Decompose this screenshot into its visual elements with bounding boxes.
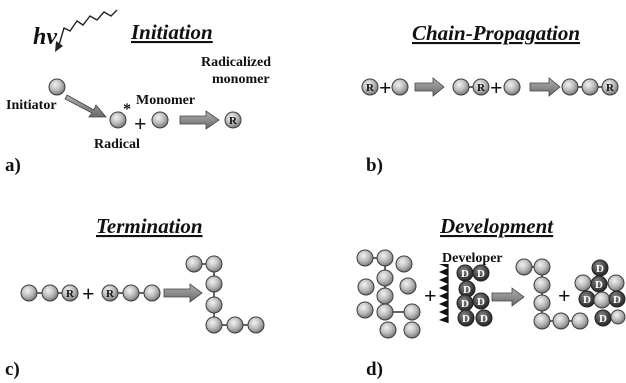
development-title: Development — [439, 214, 554, 238]
svg-text:D: D — [461, 298, 469, 310]
termination-title: Termination — [96, 214, 203, 238]
initiator-bead — [48, 78, 66, 96]
developer-jagged — [439, 264, 449, 323]
arrow-c — [163, 283, 203, 303]
radicalized-label-1: Radicalized — [201, 55, 271, 70]
arrow-d — [491, 287, 525, 307]
light-arrowhead — [55, 41, 63, 52]
panel-letter-a: a) — [5, 155, 21, 176]
radical-bead-b1: R — [361, 78, 379, 96]
monomer-bead — [151, 111, 169, 129]
svg-text:D: D — [462, 313, 470, 325]
trimer-chain-b: R — [561, 78, 619, 96]
radical-bead — [109, 111, 127, 129]
cross-linked-network — [356, 249, 421, 339]
radicalized-label-2: monomer — [212, 72, 270, 87]
svg-text:D: D — [477, 268, 485, 280]
plus-d2: + — [558, 283, 571, 308]
svg-text:R: R — [606, 82, 615, 94]
svg-text:D: D — [599, 313, 607, 325]
svg-text:R: R — [106, 288, 115, 300]
svg-text:D: D — [477, 296, 485, 308]
radical-star: * — [123, 101, 131, 118]
arrow-b2 — [529, 77, 561, 97]
svg-text:D: D — [613, 294, 621, 306]
svg-text:D: D — [461, 268, 469, 280]
initiator-label: Initiator — [6, 98, 57, 113]
plus-d1: + — [424, 283, 437, 308]
plus-sign: + — [134, 111, 147, 136]
reaction-arrow — [179, 110, 220, 130]
panel-termination: Termination R + R — [5, 214, 265, 380]
svg-text:R: R — [66, 288, 75, 300]
panel-letter-b: b) — [366, 155, 383, 176]
terminated-polymer — [185, 255, 265, 334]
chain-c-right: R — [101, 284, 161, 302]
dimer-chain-b: R — [452, 78, 490, 96]
monomer-bead-b1 — [391, 78, 409, 96]
svg-text:R: R — [366, 82, 375, 94]
developer-label: Developer — [442, 251, 503, 266]
developed-polymer — [515, 258, 589, 330]
svg-text:D: D — [480, 313, 488, 325]
svg-text:D: D — [583, 294, 591, 306]
svg-text:R: R — [477, 82, 486, 94]
dissolved-mixture: D D D D D — [574, 259, 626, 327]
light-zigzag — [58, 9, 118, 46]
svg-text:D: D — [596, 263, 604, 275]
chain-c-left: R — [20, 284, 79, 302]
panel-development: Development + Developer D — [356, 214, 626, 380]
initiation-title: Initiation — [130, 20, 213, 44]
hv-label: hν — [33, 24, 57, 50]
developer-molecules: D D D D D D D — [456, 264, 493, 327]
monomer-bead-b2 — [503, 78, 521, 96]
panel-letter-c: c) — [5, 359, 20, 380]
plus-c: + — [82, 281, 95, 306]
svg-text:R: R — [229, 115, 238, 127]
diag-arrow — [64, 94, 107, 118]
panel-letter-d: d) — [366, 359, 383, 380]
panel-chain-propagation: Chain-Propagation R + R + R b) — [361, 21, 619, 176]
plus-b1: + — [379, 75, 392, 100]
chain-propagation-title: Chain-Propagation — [412, 21, 580, 45]
radical-label: Radical — [94, 137, 140, 152]
radicalized-monomer-bead: R — [224, 111, 242, 129]
svg-text:D: D — [463, 284, 471, 296]
monomer-label: Monomer — [136, 93, 195, 108]
panel-initiation: Initiation hν Initiator * Radical + Mono… — [5, 9, 271, 176]
plus-b2: + — [490, 75, 503, 100]
svg-text:D: D — [595, 279, 603, 291]
arrow-b1 — [414, 77, 445, 97]
